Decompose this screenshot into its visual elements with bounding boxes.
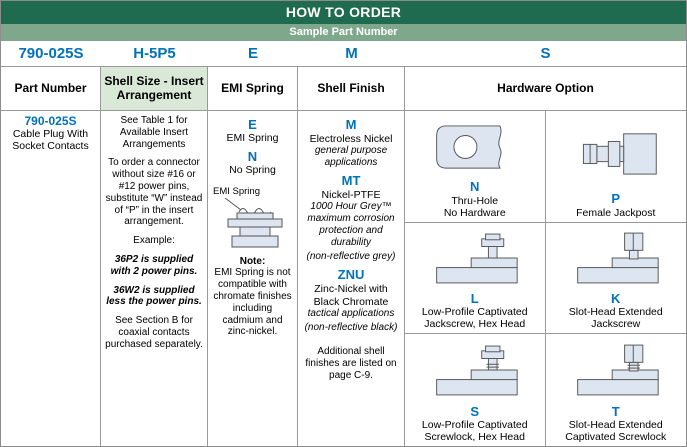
shell-size-example: 36P2 is supplied with 2 power pins. bbox=[110, 253, 198, 277]
finish-footer: Additional shell finishes are listed on … bbox=[305, 346, 397, 382]
hardware-label: Low-Profile Captivated Screwlock, Hex He… bbox=[421, 418, 528, 443]
finish-name: Electroless Nickel bbox=[309, 132, 393, 145]
hardware-code: T bbox=[611, 403, 620, 419]
hardware-option-screwlock-slot: T Slot-Head Extended Captivated Screwloc… bbox=[546, 334, 687, 446]
hardware-code: P bbox=[611, 191, 621, 207]
jackscrew-hex-illustration bbox=[429, 225, 521, 292]
hardware-grid: N Thru-Hole No Hardware P Fe bbox=[405, 111, 686, 446]
sample-shell-finish: M bbox=[345, 45, 358, 62]
hardware-option-screwlock-hex: S Low-Profile Captivated Screwlock, Hex … bbox=[405, 334, 546, 446]
sample-shell-size: H-5P5 bbox=[133, 45, 176, 62]
finish-note: (non-reflective black) bbox=[304, 322, 398, 334]
emi-option-code: N bbox=[247, 148, 258, 164]
finish-code: MT bbox=[341, 173, 361, 189]
hardware-label: Slot-Head Extended Captivated Screwlock bbox=[565, 418, 667, 443]
finish-note: (non-reflective grey) bbox=[306, 251, 396, 263]
finish-name: Zinc-Nickel with Black Chromate bbox=[313, 282, 389, 308]
hardware-label: Female Jackpost bbox=[576, 206, 656, 219]
hardware-code: L bbox=[470, 290, 479, 306]
emi-option-label: EMI Spring bbox=[226, 132, 279, 145]
hardware-label: Thru-Hole No Hardware bbox=[443, 194, 506, 219]
header-hardware-option: Hardware Option bbox=[405, 67, 686, 111]
hardware-option-female-jackpost: P Female Jackpost bbox=[545, 111, 686, 223]
shell-finish-cell: M Electroless Nickel general purpose app… bbox=[298, 111, 405, 446]
finish-desc: general purpose applications bbox=[314, 145, 388, 169]
emi-note-title: Note: bbox=[239, 255, 266, 267]
hardware-code: K bbox=[611, 290, 621, 306]
hardware-option-jackscrew-slot: K Slot-Head Extended Jackscrew bbox=[545, 223, 686, 335]
thru-hole-illustration bbox=[429, 113, 521, 180]
hardware-code: S bbox=[470, 403, 480, 419]
emi-option-label: No Spring bbox=[229, 164, 276, 177]
sample-emi-spring: E bbox=[247, 45, 258, 62]
header-part-number: Part Number bbox=[1, 67, 101, 111]
part-number-desc: Cable Plug With Socket Contacts bbox=[12, 128, 89, 153]
shell-size-cell: See Table 1 for Available Insert Arrange… bbox=[101, 111, 208, 446]
part-number-cell: 790-025S Cable Plug With Socket Contacts bbox=[1, 111, 101, 446]
hardware-label: Low-Profile Captivated Jackscrew, Hex He… bbox=[421, 306, 528, 331]
sample-part-number-values: 790-025S H-5P5 E M S bbox=[1, 41, 686, 67]
shell-size-paragraph: See Section B for coaxial contacts purch… bbox=[105, 315, 203, 350]
emi-option-code: E bbox=[248, 117, 257, 132]
emi-spring-cell: E EMI Spring N No Spring EMI Spring Note… bbox=[208, 111, 298, 446]
part-number-code: 790-025S bbox=[24, 114, 77, 128]
finish-name: Nickel-PTFE bbox=[321, 188, 381, 201]
table-title: HOW TO ORDER bbox=[1, 1, 686, 24]
shell-size-paragraph: Example: bbox=[133, 235, 175, 247]
header-shell-size: Shell Size - Insert Arrangement bbox=[101, 67, 208, 111]
shell-size-paragraph: See Table 1 for Available Insert Arrange… bbox=[119, 115, 189, 150]
sample-part-number: 790-025S bbox=[18, 45, 84, 62]
finish-code: M bbox=[345, 117, 357, 132]
finish-desc: 1000 Hour Grey™ maximum corrosion protec… bbox=[307, 201, 395, 249]
female-jackpost-illustration bbox=[570, 113, 662, 192]
order-columns: Part Number Shell Size - Insert Arrangem… bbox=[1, 67, 686, 446]
hardware-code: N bbox=[470, 179, 480, 195]
hardware-option-thru-hole: N Thru-Hole No Hardware bbox=[405, 111, 546, 223]
emi-diagram-label: EMI Spring bbox=[213, 186, 260, 198]
hardware-option-cell: N Thru-Hole No Hardware P Fe bbox=[405, 111, 686, 446]
jackscrew-slot-illustration bbox=[570, 225, 662, 292]
finish-code: ZNU bbox=[337, 267, 365, 283]
hardware-option-jackscrew-hex: L Low-Profile Captivated Jackscrew, Hex … bbox=[405, 222, 546, 335]
shell-size-paragraph: To order a connector without size #16 or… bbox=[105, 157, 203, 228]
screwlock-slot-illustration bbox=[570, 336, 662, 404]
sample-hardware: S bbox=[540, 45, 551, 62]
sample-part-number-bar: Sample Part Number bbox=[1, 24, 686, 41]
header-emi-spring: EMI Spring bbox=[208, 67, 298, 111]
shell-size-example: 36W2 is supplied less the power pins. bbox=[106, 284, 202, 308]
emi-note: EMI Spring is not compatible with chroma… bbox=[213, 267, 292, 338]
screwlock-hex-illustration bbox=[429, 336, 521, 404]
emi-spring-diagram-icon bbox=[224, 197, 283, 248]
finish-desc: tactical applications bbox=[307, 308, 395, 320]
hardware-label: Slot-Head Extended Jackscrew bbox=[568, 306, 663, 331]
header-shell-finish: Shell Finish bbox=[298, 67, 405, 111]
